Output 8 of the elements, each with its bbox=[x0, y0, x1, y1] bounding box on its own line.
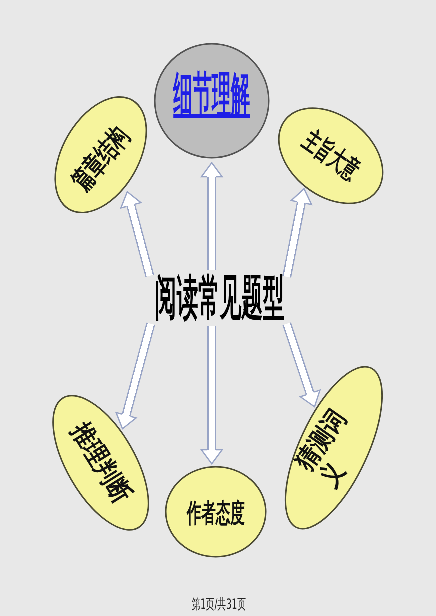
hyperlink: 细节理解 bbox=[174, 71, 250, 119]
topic-label: 主旨大意 bbox=[298, 127, 364, 185]
topic-label: 篇章结构 bbox=[67, 122, 135, 196]
page-number: 第1页/共31页 bbox=[192, 598, 246, 612]
topic-label: 猜测词义 bbox=[291, 404, 354, 492]
topic-label: 推理判断 bbox=[66, 418, 136, 508]
central-topic: 阅读常见题型 bbox=[155, 274, 285, 322]
topic-label: 作者态度 bbox=[186, 501, 246, 527]
